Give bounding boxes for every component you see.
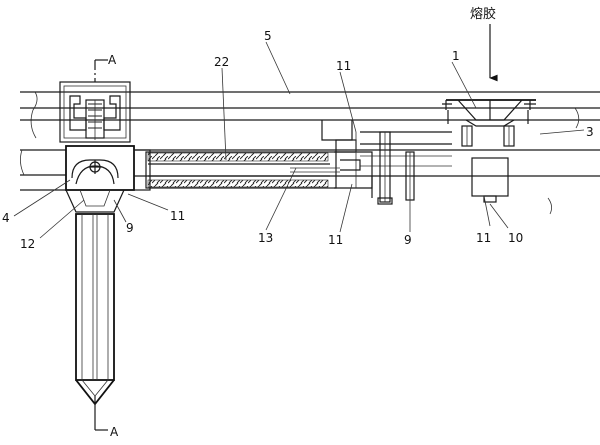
section-label-top: A [108, 53, 117, 67]
part-4-label: 4 [2, 211, 10, 225]
part-5-label: 5 [264, 29, 272, 43]
part-9-label-left: 9 [126, 221, 134, 235]
plate-upper [20, 91, 600, 139]
nozzle-body [75, 213, 115, 412]
left-top-block [59, 81, 131, 143]
part-10-label: 10 [508, 231, 523, 245]
part-9-label-right: 9 [404, 233, 412, 247]
part-11-label-top: 11 [336, 59, 351, 73]
manifold-tee [65, 145, 135, 213]
runner-tube [133, 149, 340, 191]
section-line-a [94, 59, 108, 431]
section-label-bottom: A [110, 425, 119, 439]
lower-block [471, 157, 509, 203]
part-12-label: 12 [20, 237, 35, 251]
part-11-label-left: 11 [170, 209, 185, 223]
bolt-left [377, 131, 393, 205]
part-1-label: 1 [452, 49, 460, 63]
leader-lines [13, 41, 585, 239]
part-3-label: 3 [586, 125, 594, 139]
connector-blocks [321, 120, 452, 198]
part-13-label: 13 [258, 231, 273, 245]
part-11-label-right: 11 [476, 231, 491, 245]
part-22-label: 22 [214, 55, 229, 69]
part-11-label-center: 11 [328, 233, 343, 247]
sprue-bushing [442, 99, 536, 147]
inlet-label: 熔胶 [470, 6, 496, 22]
